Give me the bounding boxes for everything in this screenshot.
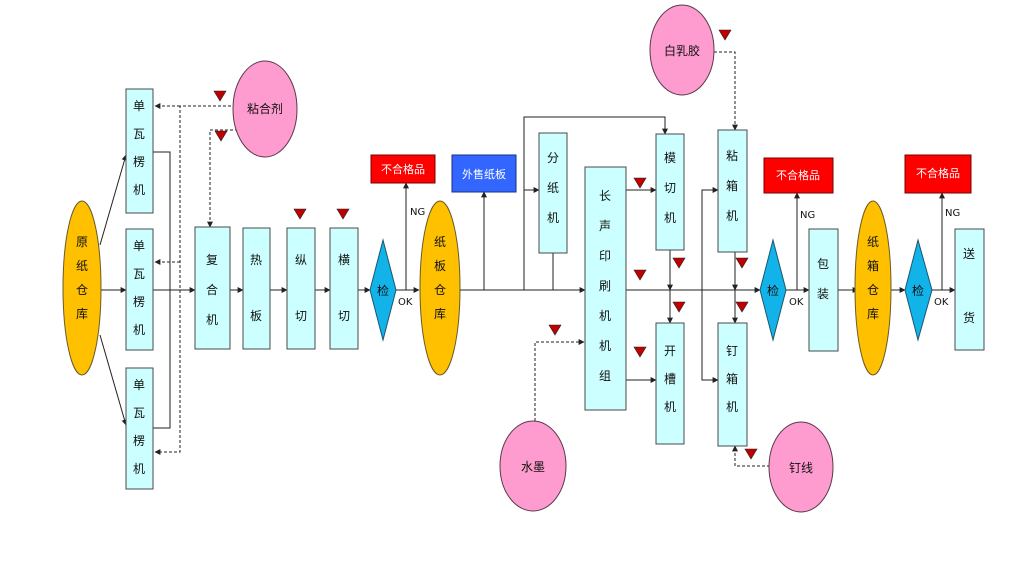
node-label: 送货 [963,246,975,325]
slitting: 纵切 [286,227,316,350]
single-facer-1: 单瓦楞机 [125,88,154,214]
control-point-icon [672,257,686,269]
raw-paper-warehouse: 原纸仓库 [62,200,102,376]
control-point-icon [633,269,647,281]
ok-label-1: OK [398,297,413,308]
node-label: 粘箱机 [726,148,738,223]
inspection-2: 检 [759,238,787,342]
hot-plate: 热板 [242,227,271,350]
slotter: 开槽机 [655,322,685,445]
control-point-icon [214,130,228,142]
reject-2: 不合格品 [763,157,834,194]
node-label: 分纸机 [547,151,559,225]
node-label: 白乳胶 [664,43,700,58]
inspection-3: 检 [904,238,933,342]
ng-label-3: NG [945,208,960,219]
control-point-icon [336,208,350,220]
node-label: 不合格品 [776,168,820,182]
control-point-icon [735,257,749,269]
control-point-icon [633,346,647,358]
node-label: 检 [767,283,779,298]
control-points [213,29,758,460]
node-label: 外售纸板 [462,167,506,181]
single-facer-2: 单瓦楞机 [125,228,154,351]
node-label: 横切 [338,253,350,323]
carton-warehouse: 纸箱仓库 [854,200,892,376]
box-stitcher: 钉箱机 [717,322,748,447]
control-point-icon [672,301,686,313]
ng-label-1: NG [410,207,425,218]
node-label: 单瓦楞机 [133,378,145,476]
ink: 水墨 [499,420,567,512]
node-label: 长声印刷机机组 [599,189,611,383]
node-label: 纸箱仓库 [867,235,879,321]
node-label: 纸板仓库 [434,235,446,321]
control-point-icon [735,301,749,313]
laminator: 复合机 [194,226,231,350]
node-label: 水墨 [521,460,545,474]
node-label: 单瓦楞机 [133,239,145,337]
slitter: 分纸机 [538,132,568,254]
control-point-icon [293,208,307,220]
node-label: 复合机 [206,253,218,327]
node-label: 包装 [817,257,829,301]
white-glue: 白乳胶 [649,4,715,96]
control-point-icon [548,324,562,336]
node-label: 单瓦楞机 [133,99,145,197]
node-label: 不合格品 [916,166,960,180]
single-facer-3: 单瓦楞机 [125,367,154,490]
control-point-icon [213,90,227,102]
delivery: 送货 [954,228,985,351]
ok-label-3: OK [934,297,949,308]
node-label: 模切机 [664,151,676,225]
node-label: 不合格品 [381,162,425,176]
dashed-material-lines [154,51,770,467]
adhesive: 粘合剂 [232,60,298,158]
printer-unit: 长声印刷机机组 [584,166,627,411]
control-point-icon [718,29,732,41]
reject-3: 不合格品 [904,154,972,194]
node-label: 检 [912,283,924,298]
board-warehouse: 纸板仓库 [419,200,461,376]
control-point-icon [744,448,758,460]
stitch-wire: 钉线 [768,421,834,513]
reject-1: 不合格品 [370,154,436,184]
node-label: 纵切 [295,253,307,323]
node-label: 粘合剂 [247,101,283,116]
inspection-1: 检 [369,238,397,342]
die-cutter: 模切机 [655,133,685,251]
packing: 包装 [808,228,839,352]
external-board: 外售纸板 [451,154,517,193]
node-label: 开槽机 [664,344,676,414]
node-label: 钉箱机 [726,344,738,414]
node-label: 检 [377,283,389,298]
box-gluer: 粘箱机 [717,129,748,253]
node-label: 热板 [250,253,262,323]
node-label: 钉线 [789,461,813,475]
control-point-icon [633,177,647,189]
ok-label-2: OK [789,297,804,308]
node-label: 原纸仓库 [76,235,88,321]
ng-label-2: NG [800,210,815,221]
connectors [99,116,956,429]
cross-cutting: 横切 [329,227,359,350]
